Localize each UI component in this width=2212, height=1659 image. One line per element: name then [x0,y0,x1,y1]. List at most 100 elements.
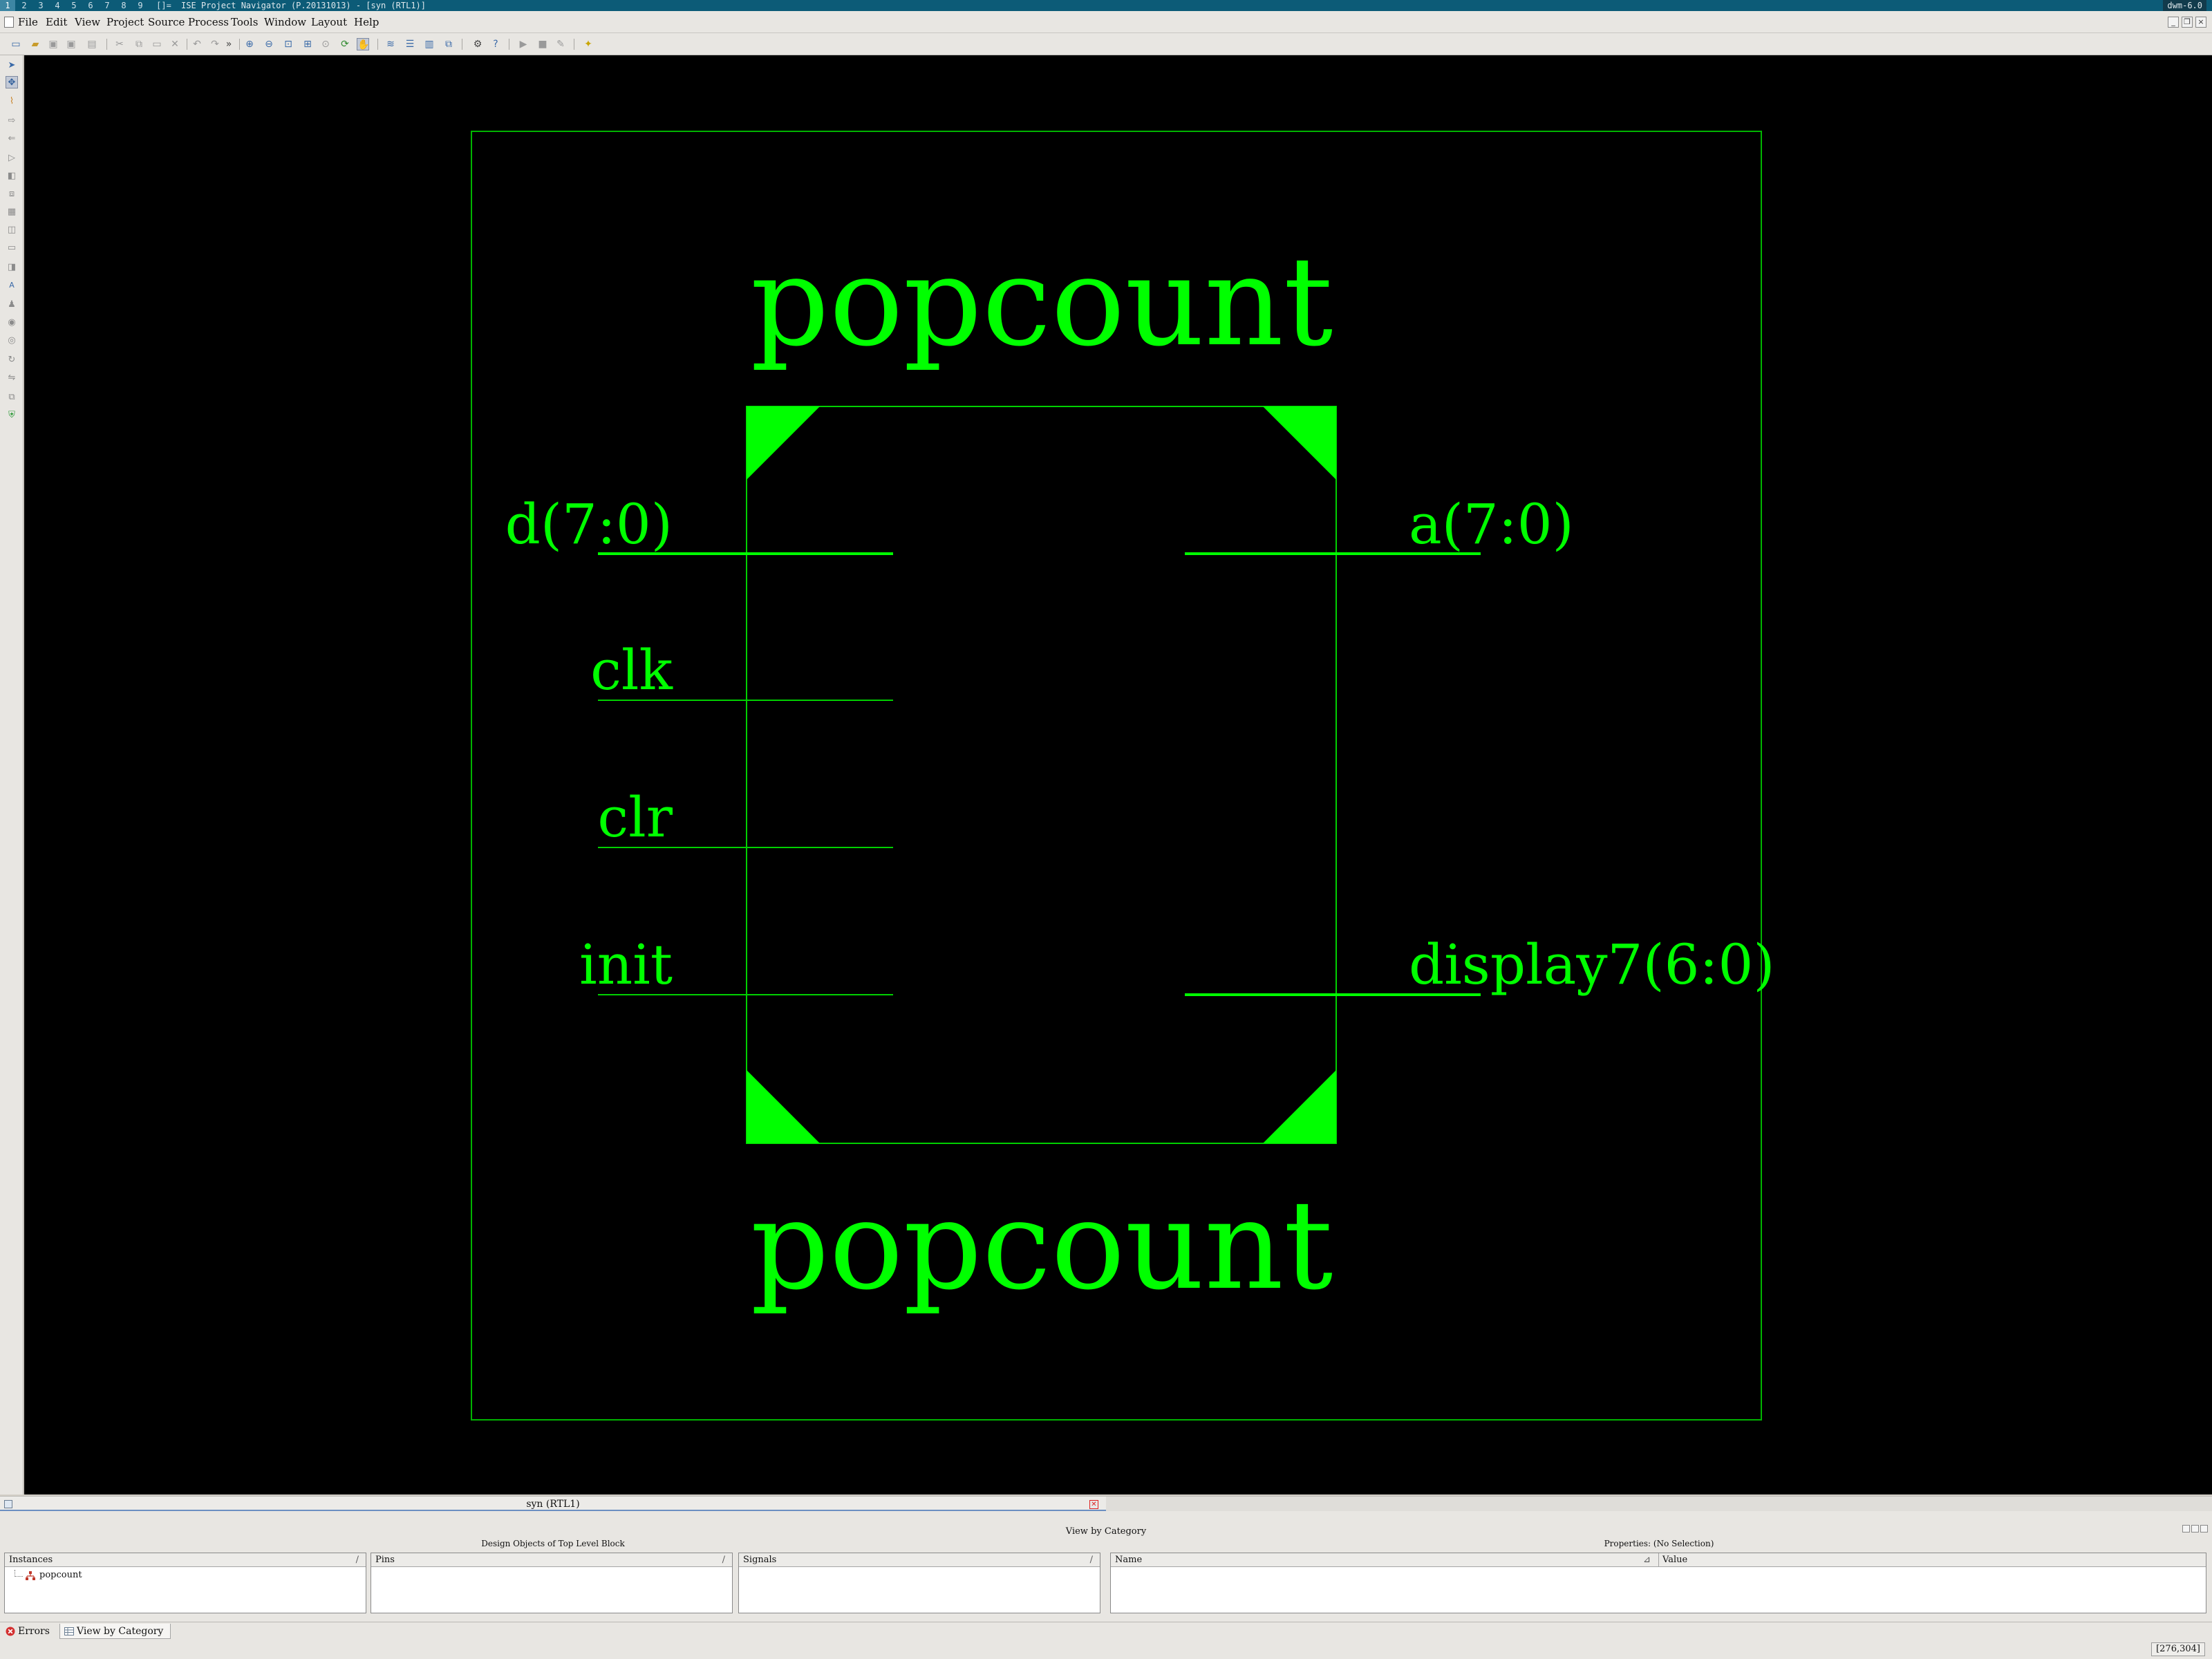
schematic-canvas[interactable]: popcount d(7:0) clk clr init a(7:0) disp… [24,55,2212,1494]
close-window-icon[interactable]: × [2195,17,2206,28]
sort-icon[interactable]: ⊿ [1643,1555,1651,1565]
panel-float-icon[interactable] [2191,1525,2199,1533]
properties-name-column[interactable]: Name [1115,1555,1143,1565]
add-wire-icon[interactable]: ⌇ [9,96,15,106]
menu-view[interactable]: View [75,16,101,28]
redo-icon[interactable]: ↷ [211,39,219,50]
workspace-2[interactable]: 2 [21,1,27,10]
paste-icon[interactable]: ▭ [152,39,162,50]
add-text-icon[interactable]: ▦ [7,207,17,217]
menu-window[interactable]: Window [264,16,307,28]
workspace-1[interactable]: 1 [0,0,15,11]
open-folder-icon[interactable]: ▰ [31,39,39,50]
properties-table[interactable]: Name ⊿ Value [1110,1553,2206,1613]
close-tab-icon[interactable]: ✕ [1089,1500,1098,1509]
configure-icon[interactable]: ✎ [556,39,565,50]
instance-item-popcount[interactable]: popcount [39,1570,82,1580]
new-file-icon[interactable]: ▭ [11,39,21,50]
check-icon[interactable]: ⛨ [8,410,15,420]
menu-source[interactable]: Source [148,16,185,28]
save-all-icon[interactable]: ▣ [66,39,76,50]
minimize-icon[interactable]: _ [2168,17,2179,28]
workspace-4[interactable]: 4 [55,1,60,10]
signals-header[interactable]: Signals / [739,1553,1100,1567]
instances-header[interactable]: Instances / [5,1553,366,1567]
workspace-5[interactable]: 5 [71,1,77,10]
add-port-icon[interactable]: ▷ [8,153,15,163]
mirror-icon[interactable]: ⇋ [8,373,16,383]
zoom-area-icon[interactable]: ⊞ [303,39,312,50]
undo-icon[interactable]: ↶ [193,39,201,50]
sort-icon[interactable]: / [355,1555,359,1565]
add-line-icon[interactable]: ◨ [7,262,17,272]
workspace-6[interactable]: 6 [88,1,93,10]
sort-icon[interactable]: / [1089,1555,1093,1565]
refresh-icon[interactable]: ⟳ [341,39,349,50]
pins-list[interactable]: Pins / [371,1553,733,1613]
menu-help[interactable]: Help [354,16,379,28]
rotate-icon[interactable]: ↻ [8,355,16,365]
help-icon[interactable]: ? [493,39,498,50]
pins-header[interactable]: Pins / [371,1553,732,1567]
cascade-icon[interactable]: ≋ [386,39,395,50]
instances-list[interactable]: Instances / popcount [4,1553,366,1613]
probe-icon[interactable]: ♟ [8,299,16,310]
add-symbol-icon[interactable]: ◧ [7,171,17,181]
window-manager-bar: 1 2 3 4 5 6 7 8 9 []= ISE Project Naviga… [0,0,2212,11]
copy-object-icon[interactable]: ⧉ [8,392,15,402]
save-icon[interactable]: ▣ [48,39,58,50]
menu-process[interactable]: Process [188,16,229,28]
tab-errors[interactable]: Errors [1,1624,57,1639]
signals-list[interactable]: Signals / [738,1553,1100,1613]
error-icon [6,1627,15,1636]
print-icon[interactable]: ▤ [87,39,97,50]
workspace-9[interactable]: 9 [138,1,143,10]
menu-file[interactable]: File [18,16,38,28]
corner-marker-bottom-right [1263,1070,1336,1143]
tile-horizontal-icon[interactable]: ☰ [405,39,415,50]
hint-icon[interactable]: ✦ [584,39,592,50]
select-arrow-icon[interactable]: ➤ [8,60,16,71]
pan-select-icon[interactable]: ✥ [6,76,18,88]
add-component-icon[interactable]: ⧈ [8,189,15,199]
tile-vertical-icon[interactable]: ▥ [424,39,434,50]
add-net-icon[interactable]: ⇨ [8,115,16,126]
zoom-fit-icon[interactable]: ⊡ [284,39,292,50]
add-bus-icon[interactable]: ⇐ [8,133,16,144]
add-label-icon[interactable]: A [9,281,15,290]
add-rectangle-icon[interactable]: ▭ [7,243,17,253]
zoom-in-icon[interactable]: ⊕ [245,39,254,50]
pan-icon[interactable]: ✋ [357,38,370,50]
delete-icon[interactable]: ✕ [171,39,179,50]
panel-close-icon[interactable] [2200,1525,2208,1533]
zoom-out-icon[interactable]: ⊖ [265,39,273,50]
layout-indicator[interactable]: []= [156,1,171,10]
restore-icon[interactable]: ❐ [2182,17,2193,28]
workspace-3[interactable]: 3 [38,1,44,10]
menu-layout[interactable]: Layout [311,16,348,28]
workspace-7[interactable]: 7 [104,1,110,10]
zoom-selection-icon[interactable]: ⊙ [321,39,330,50]
cut-icon[interactable]: ✂ [115,39,124,50]
window-icon[interactable]: ⧉ [445,39,452,50]
symbol-body[interactable] [746,406,1337,1144]
run-icon[interactable]: ▶ [519,39,527,50]
pin-label-a: a(7:0) [1409,492,1574,556]
copy-icon[interactable]: ⧉ [135,39,142,50]
settings-icon[interactable]: ⚙ [473,39,482,50]
document-tab-title[interactable]: syn (RTL1) [526,1499,580,1510]
menu-project[interactable]: Project [106,16,144,28]
menu-edit[interactable]: Edit [46,16,68,28]
panel-minimize-icon[interactable] [2182,1525,2190,1533]
properties-value-column[interactable]: Value [1662,1555,1688,1565]
more-icon[interactable]: » [225,39,232,50]
sort-icon[interactable]: / [722,1555,725,1565]
tab-view-by-category[interactable]: View by Category [59,1624,171,1639]
workspace-8[interactable]: 8 [121,1,126,10]
menu-tools[interactable]: Tools [231,16,259,28]
stop-icon[interactable]: ■ [538,39,547,50]
radio-icon[interactable]: ◎ [8,335,16,346]
add-shape-icon[interactable]: ◫ [7,225,17,235]
zoom-circle-icon[interactable]: ◉ [8,317,16,328]
